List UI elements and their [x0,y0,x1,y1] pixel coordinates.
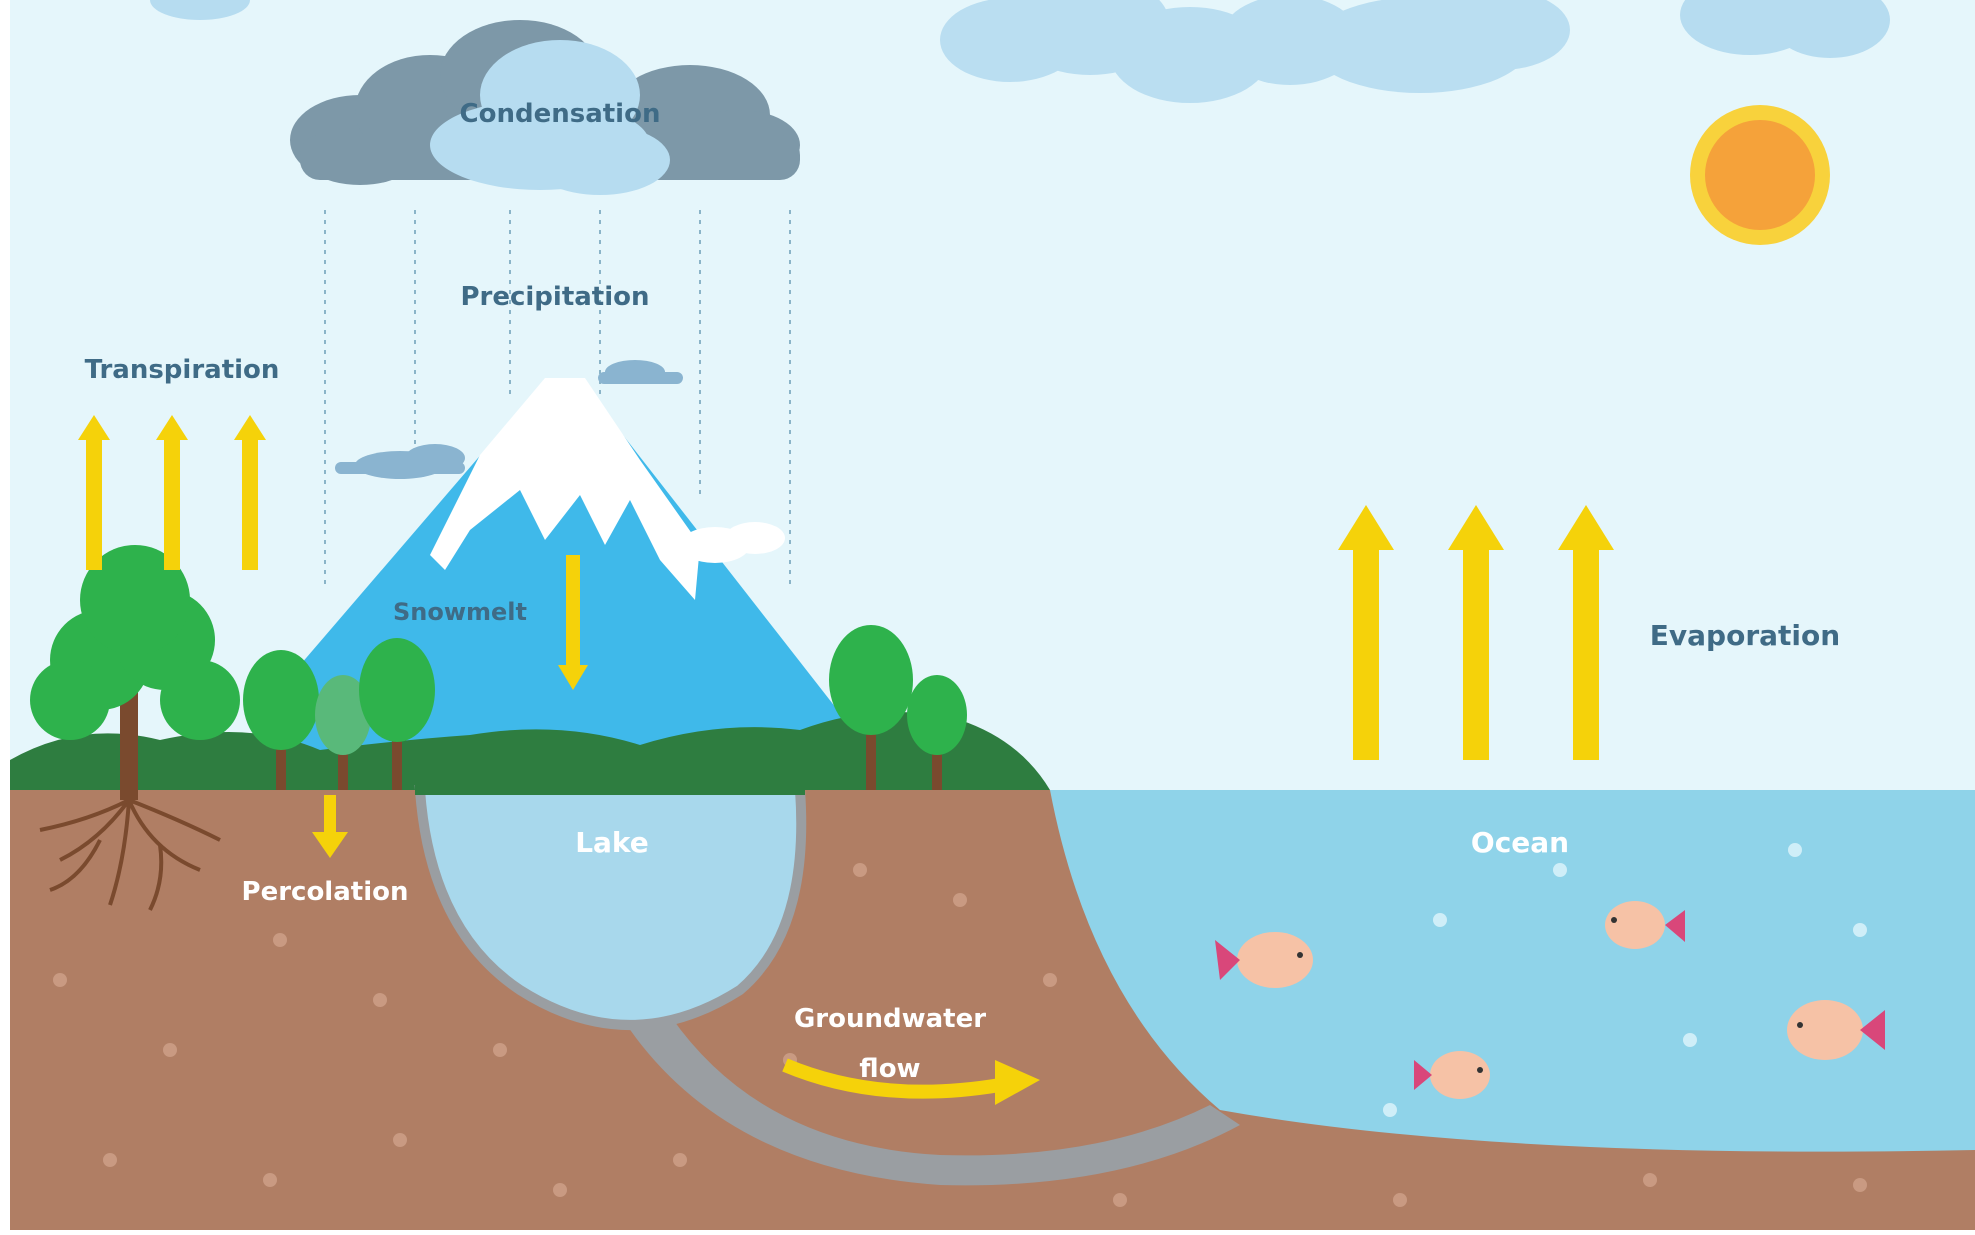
cloud-icon [335,444,465,479]
cloud-icon [680,522,785,563]
ocean-bubbles [1383,843,1867,1117]
arrow-up-icon [156,415,188,570]
arrow-right-icon [782,1058,1040,1105]
evaporation-arrows [1338,505,1614,760]
label-percolation: Percolation [242,877,409,907]
fish-icon [1414,1051,1490,1099]
fish-icon [1215,932,1313,988]
arrow-down-icon [312,795,348,858]
cloud-icon [150,0,250,20]
label-groundwater: Groundwater [794,1004,986,1034]
label-transpiration: Transpiration [85,355,280,385]
tree-roots [39,798,221,911]
lake [414,785,807,1030]
tree-icon [30,545,240,800]
label-evaporation: Evaporation [1650,619,1840,652]
fish-icon [1787,1000,1885,1060]
cloud-icon [1680,0,1890,58]
cloud-icon [598,360,683,384]
cloud-icon [940,0,1570,103]
label-groundwater-flow: flow [859,1054,920,1084]
sun-icon [1690,105,1830,245]
tree-icon [907,675,967,790]
tree-icon [359,638,435,790]
fish-icon [1605,901,1685,949]
soil-dots [53,863,1867,1207]
arrow-up-icon [1338,505,1394,760]
label-lake: Lake [575,826,649,859]
label-ocean: Ocean [1471,826,1569,859]
label-snowmelt: Snowmelt [393,598,527,626]
hills [10,712,1050,790]
precipitation-lines [324,210,791,590]
tree-icon [315,675,371,790]
tree-icon [829,625,913,790]
left-border [0,0,10,1230]
arrow-down-icon [558,555,588,690]
arrow-up-icon [234,415,266,570]
label-condensation: Condensation [460,99,661,129]
transpiration-arrows [78,415,266,570]
arrow-up-icon [1448,505,1504,760]
tree-icon [243,650,319,790]
condensation-cloud [290,20,800,195]
label-precipitation: Precipitation [460,282,649,312]
arrow-up-icon [1558,505,1614,760]
groundwater-channel [620,1000,1240,1186]
mountain-snow [430,378,700,600]
arrow-up-icon [78,415,110,570]
